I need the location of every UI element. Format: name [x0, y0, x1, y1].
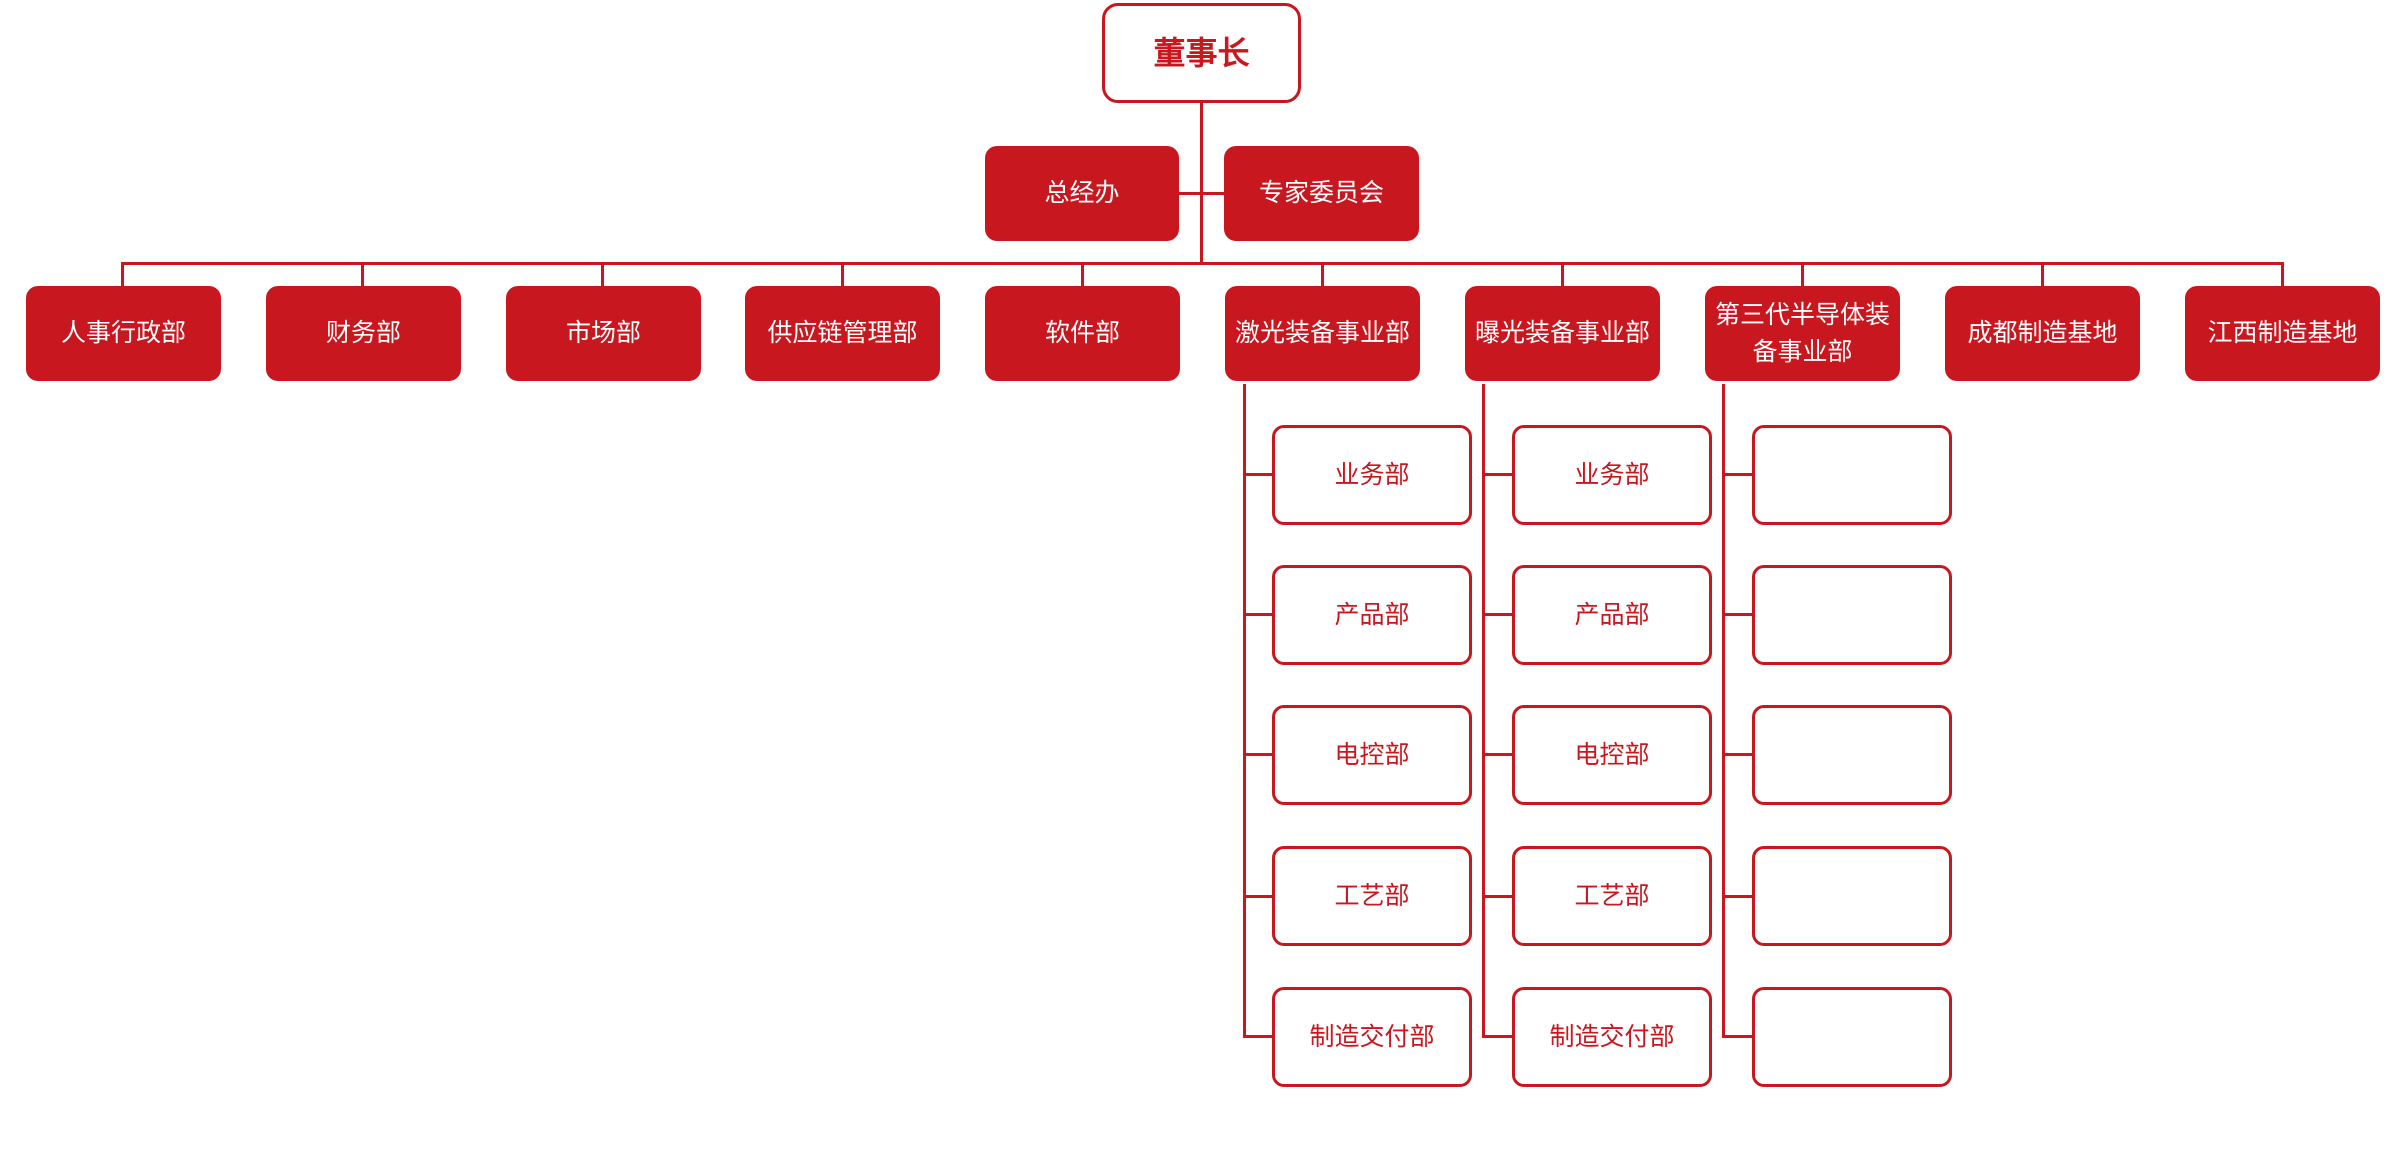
connector-subunit-spine [1243, 384, 1246, 1038]
connector-department-drop [1321, 262, 1324, 286]
subunit-node: 产品部 [1512, 565, 1712, 665]
connector-subunit-branch [1243, 895, 1272, 898]
subunit-node: 产品部 [1272, 565, 1472, 665]
connector-subunit-branch [1482, 753, 1512, 756]
department-node: 软件部 [985, 286, 1180, 381]
department-node: 第三代半导体装 备事业部 [1705, 286, 1900, 381]
connector-subunit-spine [1482, 384, 1485, 1038]
connector-department-drop [1081, 262, 1084, 286]
department-node: 财务部 [266, 286, 461, 381]
connector-subunit-branch [1243, 473, 1272, 476]
connector-chair-vertical [1200, 101, 1203, 264]
connector-subunit-branch [1722, 1035, 1752, 1038]
staff-node: 专家委员会 [1224, 146, 1419, 241]
connector-department-bus [121, 262, 2283, 265]
subunit-node: 电控部 [1512, 705, 1712, 805]
subunit-node [1752, 846, 1952, 946]
staff-node: 总经办 [985, 146, 1179, 241]
connector-subunit-branch [1722, 753, 1752, 756]
department-node: 曝光装备事业部 [1465, 286, 1660, 381]
department-node: 成都制造基地 [1945, 286, 2140, 381]
connector-subunit-branch [1482, 473, 1512, 476]
connector-department-drop [1561, 262, 1564, 286]
connector-department-drop [2041, 262, 2044, 286]
subunit-node: 制造交付部 [1272, 987, 1472, 1087]
connector-department-drop [1801, 262, 1804, 286]
department-node: 市场部 [506, 286, 701, 381]
department-node: 激光装备事业部 [1225, 286, 1420, 381]
department-node: 供应链管理部 [745, 286, 940, 381]
connector-subunit-branch [1722, 473, 1752, 476]
subunit-node [1752, 425, 1952, 525]
connector-subunit-branch [1243, 613, 1272, 616]
subunit-node [1752, 565, 1952, 665]
connector-department-drop [361, 262, 364, 286]
connector-subunit-spine [1722, 384, 1725, 1038]
connector-subunit-branch [1722, 895, 1752, 898]
department-node: 人事行政部 [26, 286, 221, 381]
subunit-node: 电控部 [1272, 705, 1472, 805]
connector-subunit-branch [1482, 613, 1512, 616]
subunit-node [1752, 705, 1952, 805]
subunit-node: 工艺部 [1512, 846, 1712, 946]
connector-staff-horizontal [1179, 192, 1224, 195]
connector-subunit-branch [1243, 1035, 1272, 1038]
chairman-node: 董事长 [1102, 3, 1301, 103]
connector-subunit-branch [1482, 895, 1512, 898]
connector-subunit-branch [1722, 613, 1752, 616]
connector-department-drop [121, 262, 124, 286]
connector-subunit-branch [1243, 753, 1272, 756]
connector-department-drop [601, 262, 604, 286]
department-node: 江西制造基地 [2185, 286, 2380, 381]
subunit-node: 工艺部 [1272, 846, 1472, 946]
subunit-node: 业务部 [1512, 425, 1712, 525]
subunit-node: 业务部 [1272, 425, 1472, 525]
subunit-node: 制造交付部 [1512, 987, 1712, 1087]
connector-subunit-branch [1482, 1035, 1512, 1038]
connector-department-drop [2281, 262, 2284, 286]
subunit-node [1752, 987, 1952, 1087]
connector-department-drop [841, 262, 844, 286]
